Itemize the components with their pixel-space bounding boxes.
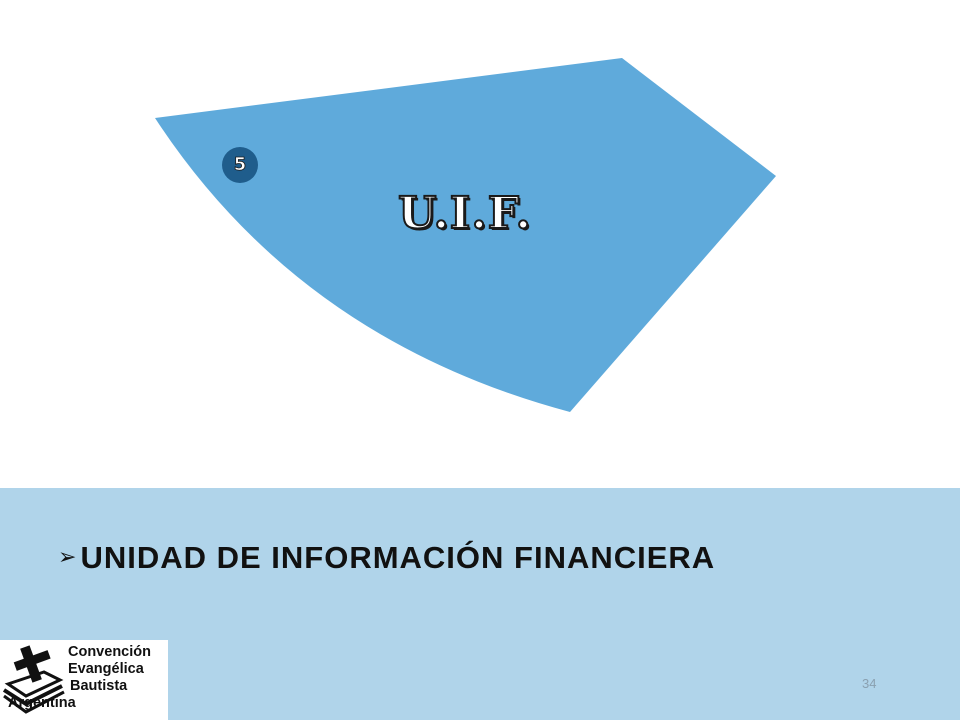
bullet-text: UNIDAD DE INFORMACIÓN FINANCIERA xyxy=(80,540,716,575)
shape-title: U.I.F. xyxy=(397,187,532,240)
logo-line-2: Evangélica xyxy=(68,661,144,677)
cross-bible-icon xyxy=(2,645,65,714)
logo-line-4: Argentina xyxy=(8,695,76,711)
logo-line-3: Bautista xyxy=(70,678,128,694)
logo-line-1: Convención xyxy=(68,644,151,660)
organization-logo: Convención Evangélica Bautista Argentina xyxy=(0,640,168,720)
blue-polygon-shape xyxy=(155,58,776,412)
bullet-item: ➢ UNIDAD DE INFORMACIÓN FINANCIERA xyxy=(58,540,715,576)
arrow-right-icon: ➢ xyxy=(58,545,77,570)
step-number-badge: 5 xyxy=(222,147,258,183)
page-number: 34 xyxy=(862,676,877,691)
